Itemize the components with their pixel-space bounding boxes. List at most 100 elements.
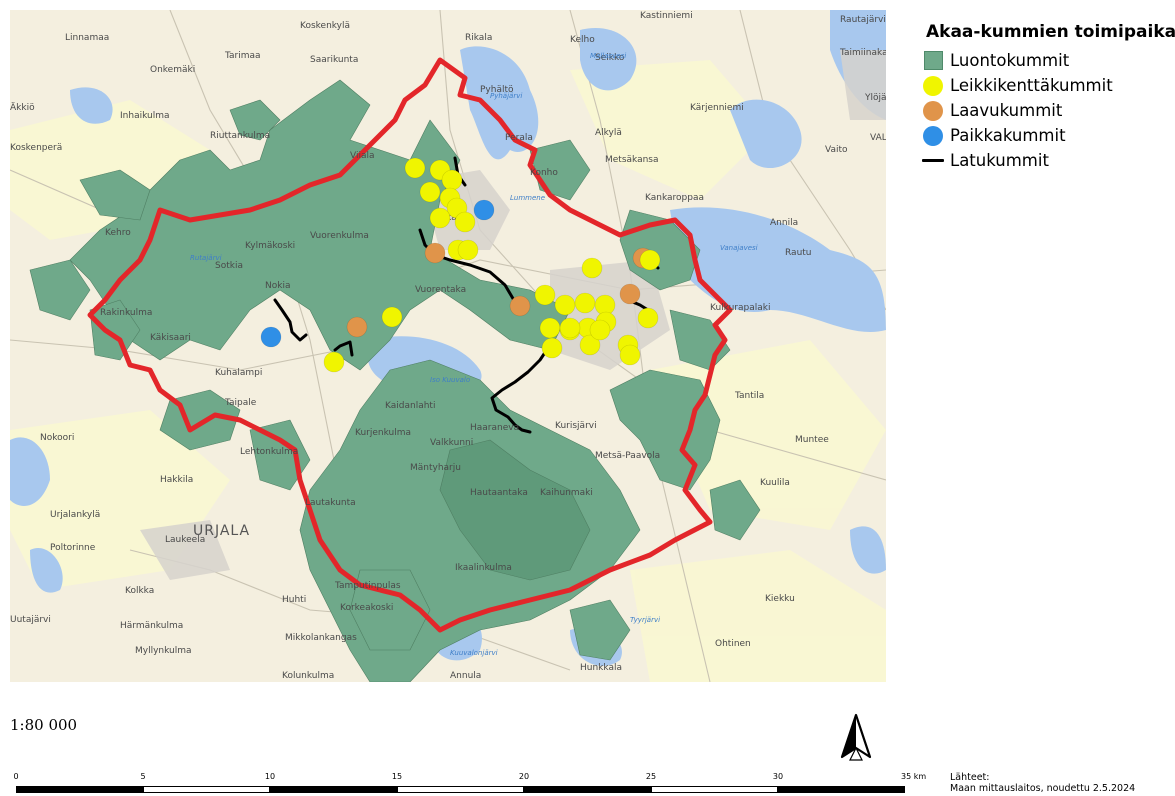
place-label: Käkisaari xyxy=(150,333,191,343)
place-label: Härmänkulma xyxy=(120,621,183,631)
place-label: Onkemäki xyxy=(150,65,195,75)
place-label: VAL xyxy=(870,133,886,143)
place-label: Annula xyxy=(450,671,481,681)
source-note: Lähteet: Maan mittauslaitos, noudettu 2.… xyxy=(950,772,1135,794)
scale-tick-label: 35 km xyxy=(901,772,927,781)
place-label: Kaidanlahti xyxy=(385,401,435,411)
leikkikentta-point[interactable] xyxy=(619,344,641,366)
place-label: Tarimaa xyxy=(224,51,261,61)
legend-label: Latukummit xyxy=(950,151,1049,170)
laavu-point[interactable] xyxy=(424,242,446,264)
leikkikentta-point[interactable] xyxy=(404,157,426,179)
place-label: Tantila xyxy=(734,391,764,401)
place-label: Perala xyxy=(505,133,533,143)
water-labels: PyhäjärviMallasvesiLummeneVanajavesiIso … xyxy=(190,52,758,657)
paikka-point[interactable] xyxy=(473,199,495,221)
leikkikentta-point[interactable] xyxy=(541,337,563,359)
place-label: Ylöjä xyxy=(864,93,886,103)
place-label: Kastinniemi xyxy=(640,11,693,21)
place-label: Kulkurapalaki xyxy=(710,303,770,313)
leikkikentta-point[interactable] xyxy=(419,181,441,203)
leikkikentta-point[interactable] xyxy=(323,351,345,373)
legend-label: Paikkakummit xyxy=(950,126,1066,145)
place-label: Saarikunta xyxy=(310,55,358,65)
place-label: Metsä-Paavola xyxy=(595,451,660,461)
place-label: Mäntyharju xyxy=(410,463,461,473)
place-label: Inhaikulma xyxy=(120,111,170,121)
place-label: Linnamaa xyxy=(65,33,109,43)
yellow-circle-icon xyxy=(922,75,944,97)
legend-item-leikkikenttakummit: Leikkikenttäkummit xyxy=(922,73,1172,98)
place-label: Metsäkansa xyxy=(605,155,659,165)
water-label: Pyhäjärvi xyxy=(490,92,522,100)
leikkikentta-point[interactable] xyxy=(589,319,611,341)
place-label: Haaraneva xyxy=(470,423,519,433)
place-label: Koskenperä xyxy=(10,143,62,153)
leikkikentta-point[interactable] xyxy=(457,239,479,261)
leikkikentta-point[interactable] xyxy=(579,334,601,356)
legend-item-paikkakummit: Paikkakummit xyxy=(922,123,1172,148)
legend-item-luontokummit: Luontokummit xyxy=(922,48,1172,73)
leikkikentta-point[interactable] xyxy=(534,284,556,306)
scale-bar-segment xyxy=(270,786,397,793)
scale-tick-label: 30 xyxy=(772,772,784,781)
leikkikentta-point[interactable] xyxy=(574,292,596,314)
leikkikentta-point[interactable] xyxy=(429,207,451,229)
laavu-point[interactable] xyxy=(509,295,531,317)
scale-bar-segment xyxy=(524,786,651,793)
place-label: Kelho xyxy=(570,35,595,45)
place-label: Vuorenkulma xyxy=(310,231,369,241)
place-label: Kurisjärvi xyxy=(555,421,597,431)
water-label: Tyyrjärvi xyxy=(630,616,660,624)
place-label: Kehro xyxy=(105,228,131,238)
place-label: Kurjenkulma xyxy=(355,428,411,438)
place-label: Lehtonkulma xyxy=(240,447,298,457)
legend-label: Luontokummit xyxy=(950,51,1070,70)
place-label: Tamputinpulas xyxy=(334,581,401,591)
place-label: Hakkila xyxy=(160,475,193,485)
place-label: Sotkia xyxy=(215,261,243,271)
leikkikentta-point[interactable] xyxy=(559,317,581,339)
leikkikentta-point[interactable] xyxy=(539,317,561,339)
place-label: Kiekku xyxy=(765,594,795,604)
scale-tick-label: 0 xyxy=(13,772,19,781)
source-heading: Lähteet: xyxy=(950,772,990,783)
place-label: Konho xyxy=(530,168,558,178)
place-label: Kuhalampi xyxy=(215,368,262,378)
black-line-icon xyxy=(922,150,944,172)
place-label: Äkkiö xyxy=(10,102,35,113)
leikkikentta-point[interactable] xyxy=(454,211,476,233)
water-label: Mallasvesi xyxy=(590,52,626,60)
scale-tick-label: 5 xyxy=(140,772,146,781)
laavu-point[interactable] xyxy=(346,316,368,338)
leikkikentta-point[interactable] xyxy=(381,306,403,328)
place-label: Huhti xyxy=(282,595,306,605)
place-label: Vaito xyxy=(825,145,848,155)
place-label: Lautakunta xyxy=(305,498,356,508)
place-label: Muntee xyxy=(795,435,829,445)
place-label: Rautajärvi xyxy=(840,15,886,25)
water-label: Lummene xyxy=(510,194,545,202)
akaa-boundary xyxy=(87,57,733,633)
place-label: Mikkolankangas xyxy=(285,633,357,643)
scale-tick-label: 10 xyxy=(264,772,276,781)
leikkikentta-point[interactable] xyxy=(554,294,576,316)
place-label: Kärjenniemi xyxy=(690,103,744,113)
paikka-point[interactable] xyxy=(260,326,282,348)
legend-item-latukummit: Latukummit xyxy=(922,148,1172,173)
place-label: Rautu xyxy=(785,248,812,258)
leikkikentta-point[interactable] xyxy=(441,169,463,191)
green-square-icon xyxy=(922,50,944,72)
place-label: Taimiinaka xyxy=(839,48,886,58)
scale-bar-segment xyxy=(397,786,524,793)
place-label: Valkkunni xyxy=(430,438,473,448)
laavu-point[interactable] xyxy=(619,283,641,305)
leikkikentta-point[interactable] xyxy=(637,307,659,329)
scale-bar-segment xyxy=(16,786,143,793)
leikkikentta-point[interactable] xyxy=(639,249,661,271)
place-label: Kaihunmaki xyxy=(540,488,593,498)
leikkikentta-point[interactable] xyxy=(581,257,603,279)
